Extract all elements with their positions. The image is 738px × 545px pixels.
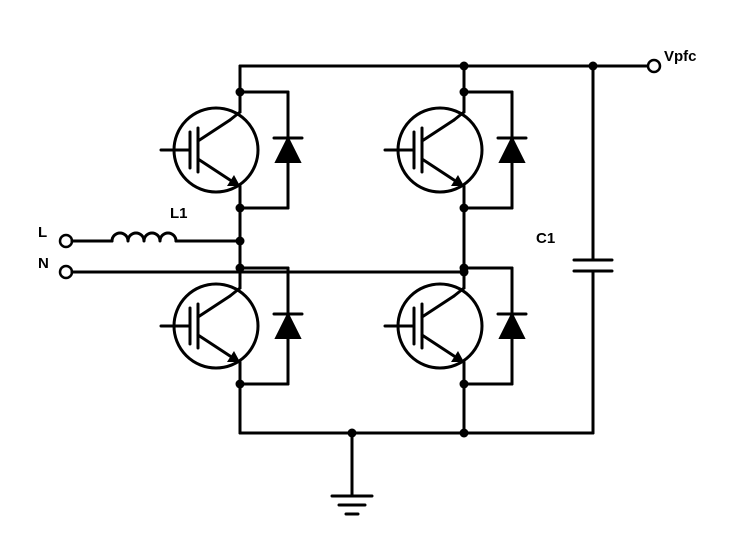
ground (330, 431, 374, 516)
inductor-label: L1 (170, 205, 188, 222)
inductor (110, 231, 178, 243)
igbt-bottom-left (159, 262, 304, 390)
line-label: L (38, 224, 47, 241)
capacitor-label: C1 (536, 230, 555, 247)
vpfc-label: Vpfc (664, 48, 697, 65)
capacitor (572, 258, 614, 273)
neutral-terminal (58, 264, 74, 280)
igbt-top-left (159, 86, 304, 214)
neutral-label: N (38, 255, 49, 272)
vpfc-terminal (646, 58, 662, 74)
igbt-bottom-right (383, 262, 528, 390)
line-terminal (58, 233, 74, 249)
igbt-top-right (383, 86, 528, 214)
